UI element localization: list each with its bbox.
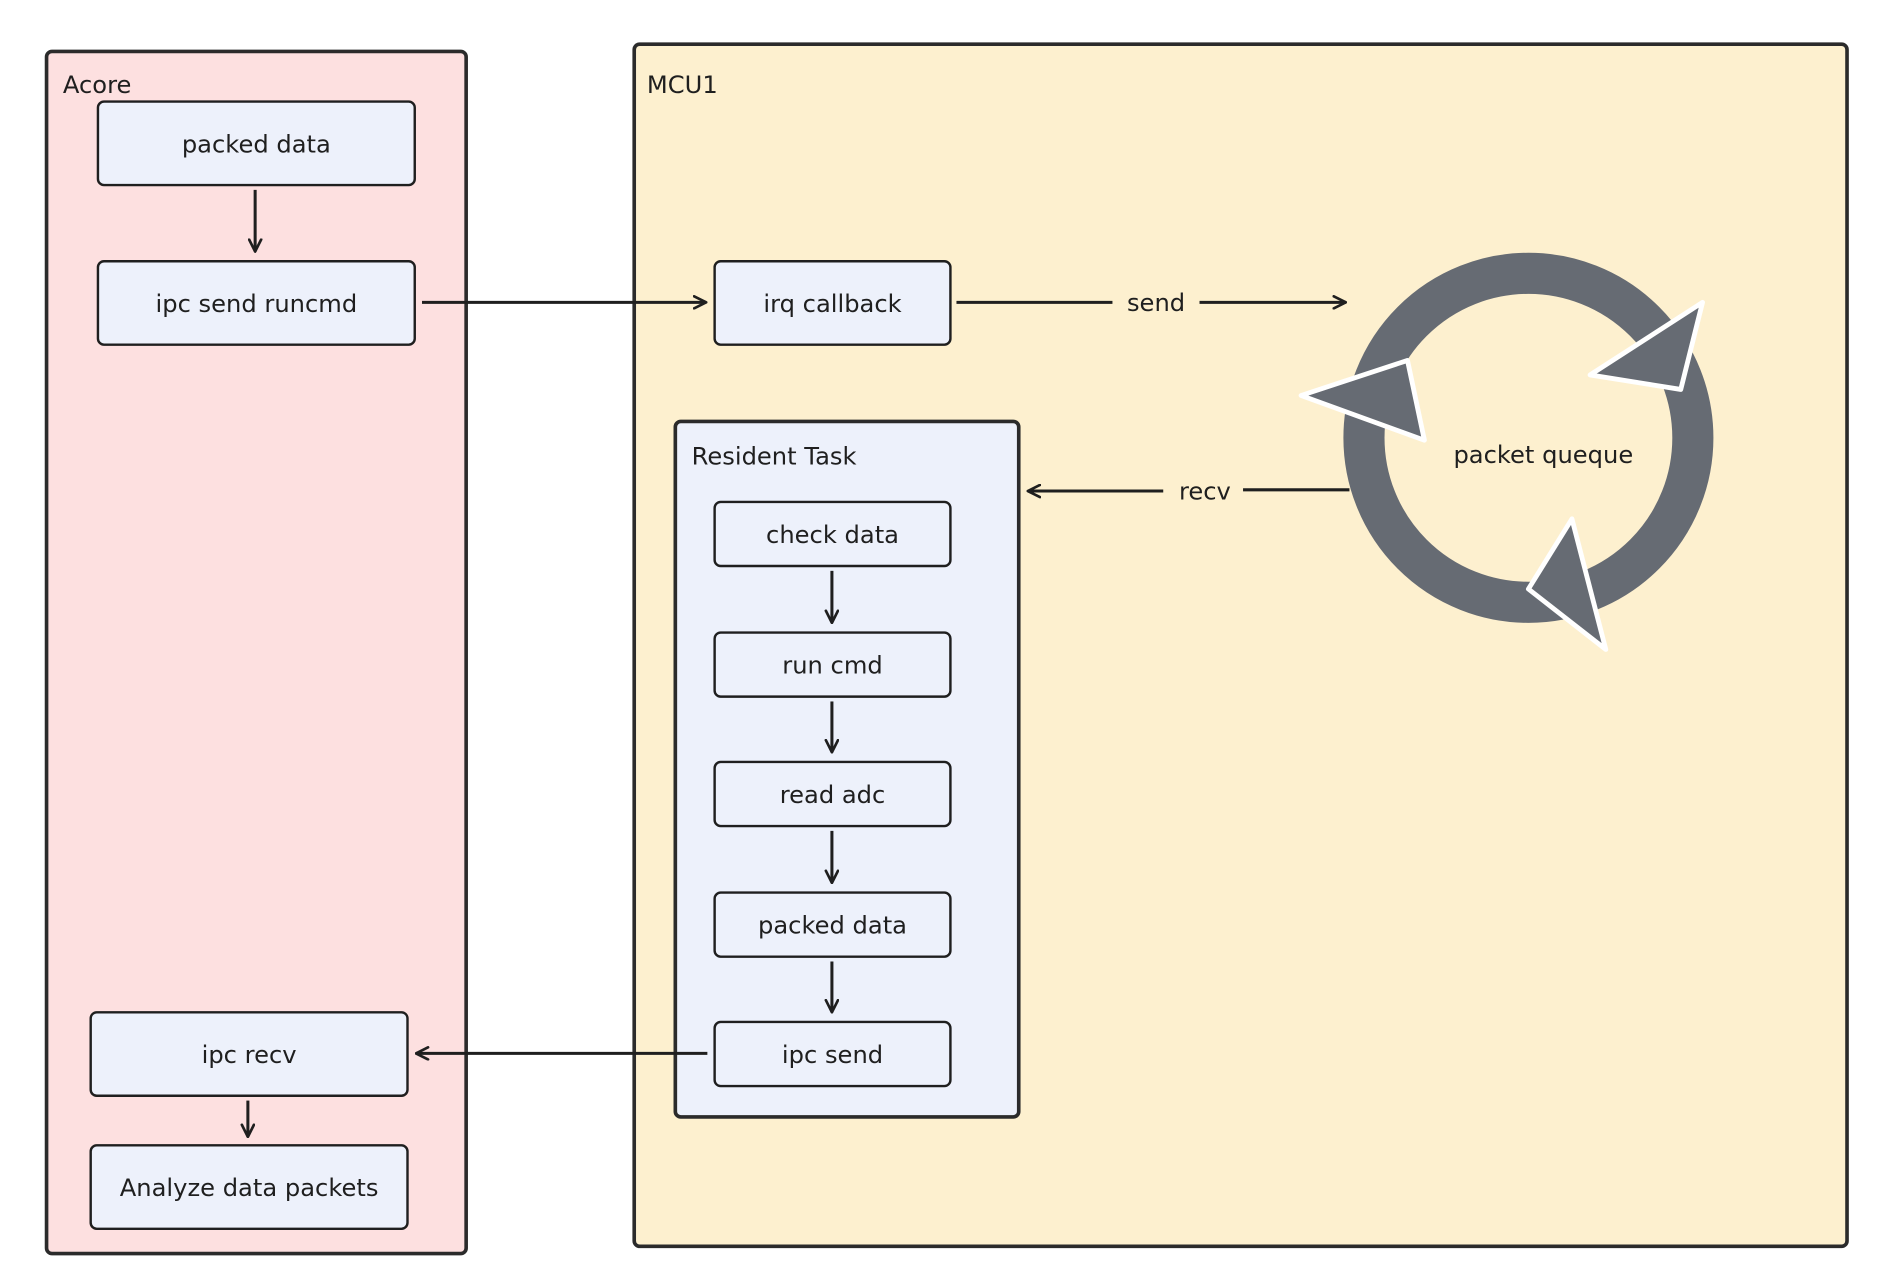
task-packed-data-box: packed data: [713, 891, 952, 958]
read-adc-box: read adc: [713, 760, 952, 828]
ipc-send-box: ipc send: [713, 1020, 952, 1088]
resident-task-title: Resident Task: [691, 441, 857, 471]
check-data-box: check data: [713, 500, 952, 568]
run-cmd-box: run cmd: [713, 631, 952, 698]
acore-packed-data-box: packed data: [96, 100, 416, 187]
packet-queue-label: packet queque: [1453, 440, 1634, 470]
irq-callback-box: irq callback: [713, 260, 952, 346]
send-label: send: [1126, 287, 1186, 317]
ipc-recv-box: ipc recv: [89, 1011, 409, 1097]
mcu1-panel-title: MCU1: [646, 70, 718, 100]
recv-label: recv: [1178, 476, 1231, 506]
ipc-send-runcmd-box: ipc send runcmd: [96, 260, 416, 346]
analyze-data-packets-box: Analyze data packets: [89, 1144, 409, 1230]
acore-panel-title: Acore: [62, 70, 132, 100]
